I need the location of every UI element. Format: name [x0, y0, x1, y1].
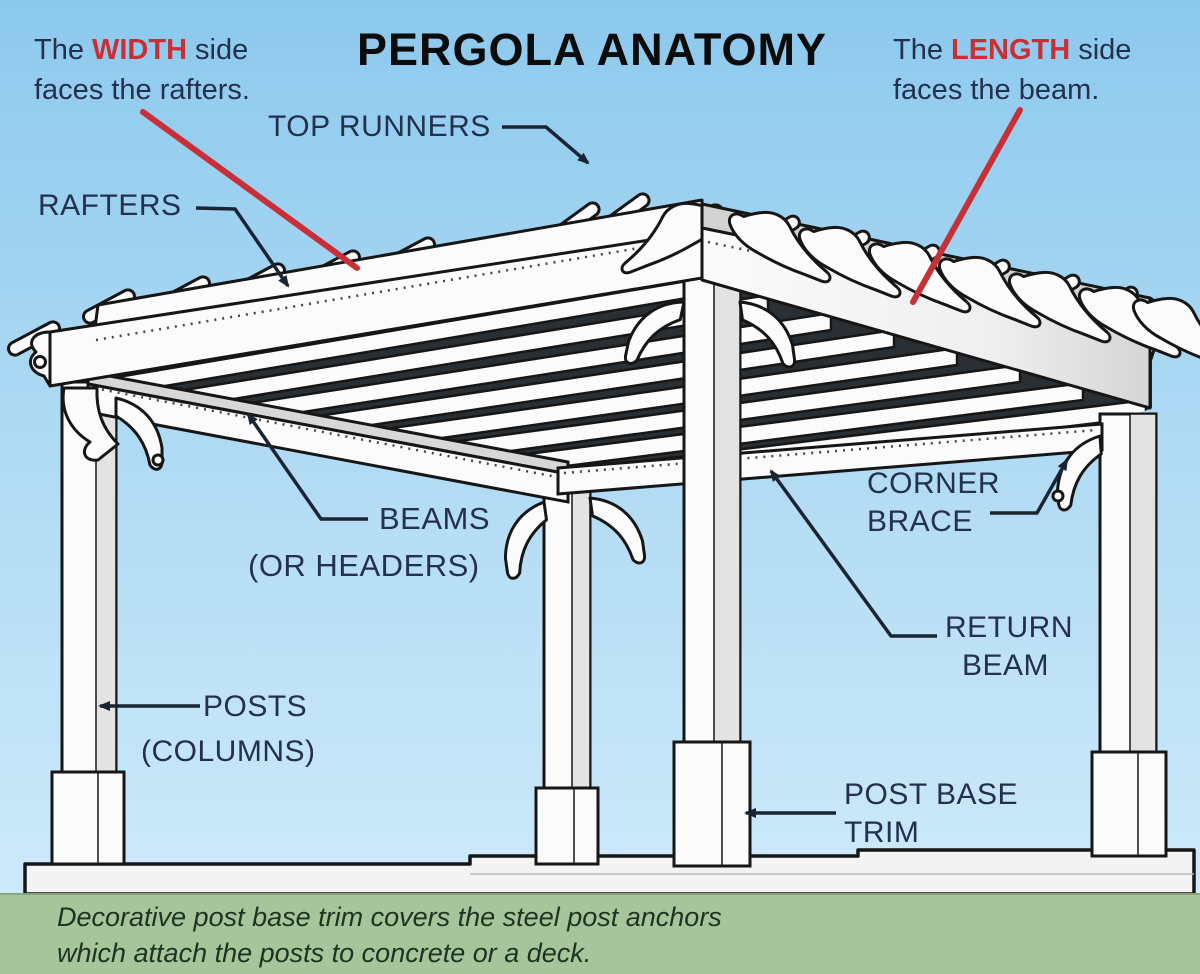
post-back	[542, 472, 592, 802]
ground	[0, 893, 1200, 974]
leader-return-beam	[769, 469, 937, 638]
length-pointer-line	[910, 107, 1023, 305]
width-keyword: WIDTH	[91, 34, 188, 66]
label-return-beam-line1: RETURN	[945, 611, 1073, 644]
rafter-tails-right	[727, 210, 1200, 370]
red-pointers	[140, 107, 1023, 305]
label-posts-line1: POSTS	[203, 690, 308, 723]
label-rafters: RAFTERS	[38, 189, 182, 222]
leader-corner-brace	[990, 458, 1069, 515]
width-note-line2: faces the rafters.	[34, 74, 250, 106]
leader-beams	[246, 412, 368, 521]
page-title: PERGOLA ANATOMY	[356, 24, 828, 75]
footer-caption-line1: Decorative post base trim covers the ste…	[57, 902, 722, 932]
base-trim-back	[534, 786, 600, 866]
label-post-base-trim-line2: TRIM	[844, 816, 920, 849]
label-beams-line1: BEAMS	[379, 501, 491, 536]
base-trim-left	[50, 770, 126, 866]
leader-lines	[98, 125, 1069, 818]
length-keyword: LENGTH	[950, 34, 1071, 66]
label-posts-line2: (COLUMNS)	[141, 735, 316, 768]
width-pointer-line	[140, 109, 360, 271]
rafters-drawing	[92, 240, 1152, 472]
left-beam-drawing	[28, 198, 704, 462]
footer-caption: Decorative post base trim covers the ste…	[57, 899, 722, 971]
corner-braces	[114, 300, 1103, 580]
label-post-base-trim-line1: POST BASE	[844, 778, 1019, 811]
footer-caption-line2: which attach the posts to concrete or a …	[57, 938, 592, 968]
label-top-runners: TOP RUNNERS	[268, 110, 491, 143]
post-front	[682, 252, 742, 752]
leader-rafters	[195, 206, 290, 288]
posts-drawing	[60, 380, 1158, 802]
label-return-beam-line2: BEAM	[962, 649, 1050, 682]
label-corner-brace-line2: BRACE	[867, 505, 973, 538]
base-trim-front	[672, 740, 752, 868]
post-right	[1098, 412, 1158, 762]
base-trim-right	[1090, 750, 1168, 858]
label-beams-line2: (OR HEADERS)	[248, 548, 480, 583]
length-note-line2: faces the beam.	[893, 74, 1100, 106]
label-corner-brace-line1: CORNER	[867, 467, 1001, 500]
corner-brace-right-post	[1056, 434, 1103, 512]
post-base-trims	[50, 740, 1168, 868]
leader-top-runners	[502, 125, 590, 165]
